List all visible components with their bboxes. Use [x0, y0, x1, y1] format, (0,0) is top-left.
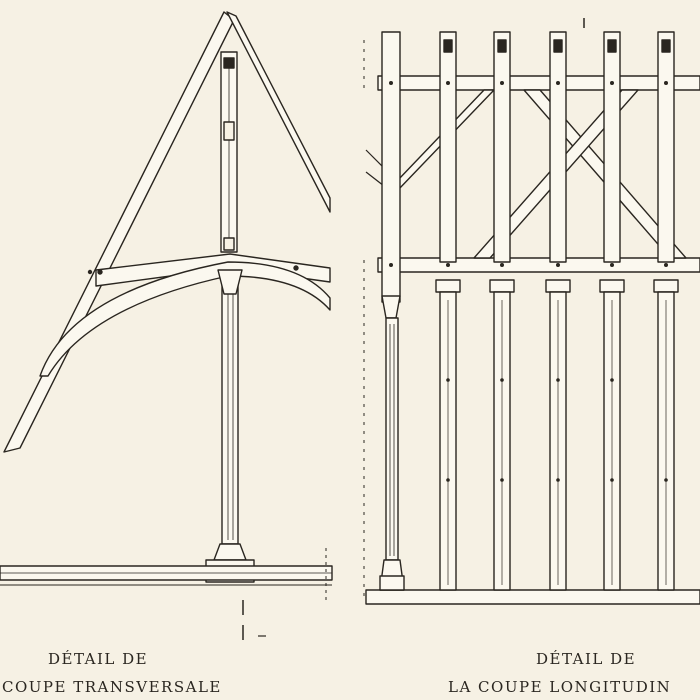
upper-posts — [439, 31, 675, 263]
caption-right-line1: DÉTAIL DE — [536, 650, 637, 668]
corner-post — [381, 31, 401, 303]
pegs — [389, 81, 668, 482]
curved-brace — [39, 261, 331, 377]
bottom-sill — [365, 589, 700, 605]
king-post-shaft — [221, 271, 239, 545]
left-rafter — [3, 11, 235, 453]
corner-post-shaft — [385, 317, 399, 561]
middle-rail — [377, 257, 700, 273]
caption-right-line2: LA COUPE LONGITUDIN — [448, 678, 672, 696]
longitudinal-section — [363, 18, 700, 605]
top-plate — [377, 75, 700, 91]
right-rafter — [226, 11, 331, 213]
caption-left-line2: COUPE TRANSVERSALE — [2, 678, 222, 696]
lower-posts — [435, 279, 679, 591]
caption-left-line1: DÉTAIL DE — [48, 650, 149, 668]
transverse-section — [0, 11, 333, 640]
post-base — [213, 543, 247, 561]
